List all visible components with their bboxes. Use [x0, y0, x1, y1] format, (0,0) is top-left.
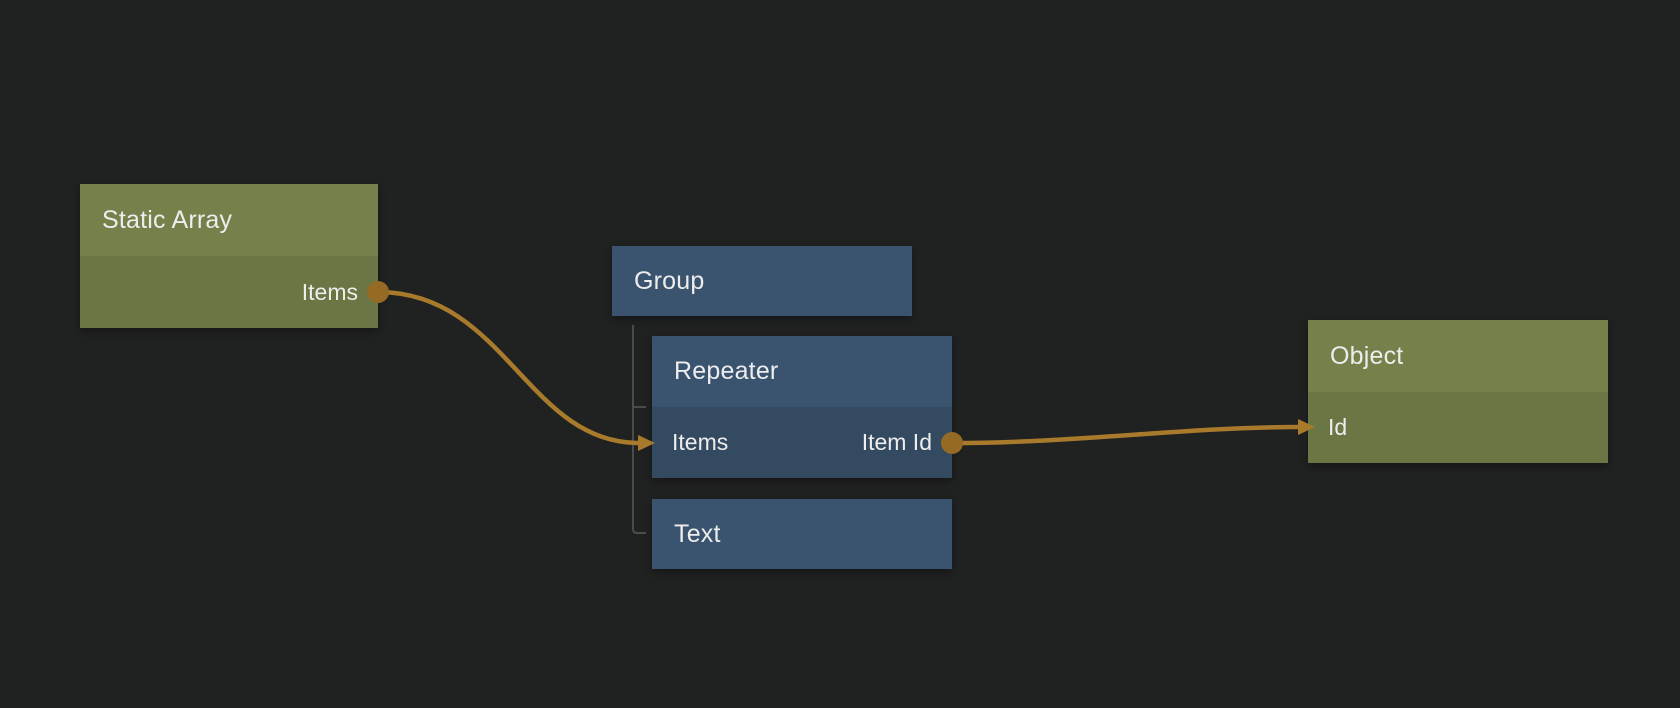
port-label-id-input: Id	[1328, 414, 1348, 440]
node-object[interactable]: Object Id	[1308, 320, 1608, 463]
node-header: Text	[652, 499, 952, 569]
node-group[interactable]: Group	[612, 246, 912, 316]
wire-static-array-items-to-repeater-items[interactable]	[375, 289, 642, 446]
node-header: Object	[1308, 320, 1608, 392]
node-title: Object	[1330, 341, 1404, 370]
node-header: Static Array	[80, 184, 378, 256]
port-label-item-id-output: Item Id	[861, 429, 932, 455]
port-row: Items Item Id	[652, 407, 952, 478]
node-repeater[interactable]: Repeater Items Item Id	[652, 336, 952, 478]
port-row: Id	[1308, 392, 1608, 463]
node-header: Repeater	[652, 336, 952, 407]
node-title: Group	[634, 266, 705, 295]
port-row: Items	[80, 256, 378, 328]
node-header: Group	[612, 246, 912, 316]
node-title: Static Array	[102, 205, 233, 234]
node-static-array[interactable]: Static Array Items	[80, 184, 378, 328]
port-label-items-output: Items	[301, 278, 358, 305]
node-title: Repeater	[674, 357, 779, 385]
group-hierarchy-line	[632, 325, 646, 534]
node-text[interactable]: Text	[652, 499, 952, 569]
node-title: Text	[674, 519, 721, 548]
port-label-items-input: Items	[672, 429, 729, 455]
wire-repeater-item-id-to-object-id[interactable]	[949, 424, 1302, 446]
